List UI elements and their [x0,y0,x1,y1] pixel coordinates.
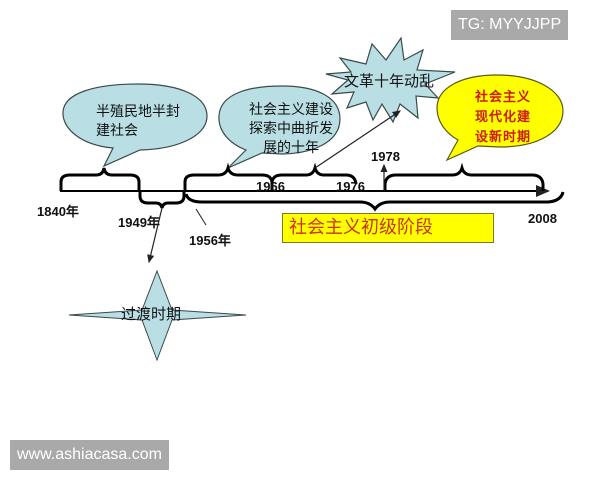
new-era-bubble-shape [436,74,564,162]
arrow-to-transition [147,207,163,264]
year-2008-label: 2008 [528,211,557,226]
primary-stage-box: 社会主义初级阶段 [282,213,494,243]
socialist-exploration-bubble-shape [218,85,341,169]
bracket-1978-2008 [383,162,545,191]
year-1976-label: 1976 [336,179,365,194]
transition-period-text: 过渡时期 [121,305,182,323]
year-1949-label: 1949年 [118,215,160,230]
bracket-1840-1949 [59,167,141,191]
semi-colonial-bubble-shape [62,83,208,168]
socialist-exploration-line2: 探索中曲折发 [249,121,333,137]
arrow-to-starburst [314,110,401,169]
new-era-line3: 设新时期 [474,130,531,145]
bracket-1956-1966 [183,162,274,191]
bracket-primary-stage [184,191,565,212]
year-1956-label: 1956年 [189,233,231,248]
socialist-exploration-line3: 展的十年 [263,140,319,156]
new-era-line1: 社会主义 [474,90,531,105]
watermark-top-right: TG: MYYJJPP [451,10,569,40]
year-1966-label: 1966 [256,179,285,194]
cultural-revolution-starburst-shape [325,36,456,124]
socialist-exploration-line1: 社会主义建设 [249,102,333,118]
semi-colonial-line2: 建社会 [96,123,138,139]
year-1978-label: 1978 [371,149,400,164]
bracket-1949-1956 [138,191,186,209]
cultural-revolution-text: 文革十年动乱 [344,72,435,90]
socialist-exploration-text: 社会主义建设 探索中曲折发 展的十年 [248,101,334,158]
new-era-text: 社会主义 现代化建 设新时期 [462,88,544,148]
pointer-1956 [195,208,207,226]
semi-colonial-text: 半殖民地半封 建社会 [96,103,180,141]
watermark-bottom-left: www.ashiacasa.com [10,440,169,470]
new-era-line2: 现代化建 [474,110,531,125]
year-1840-label: 1840年 [37,204,79,219]
transition-period-star-shape [68,269,247,362]
semi-colonial-line1: 半殖民地半封 [96,104,180,120]
